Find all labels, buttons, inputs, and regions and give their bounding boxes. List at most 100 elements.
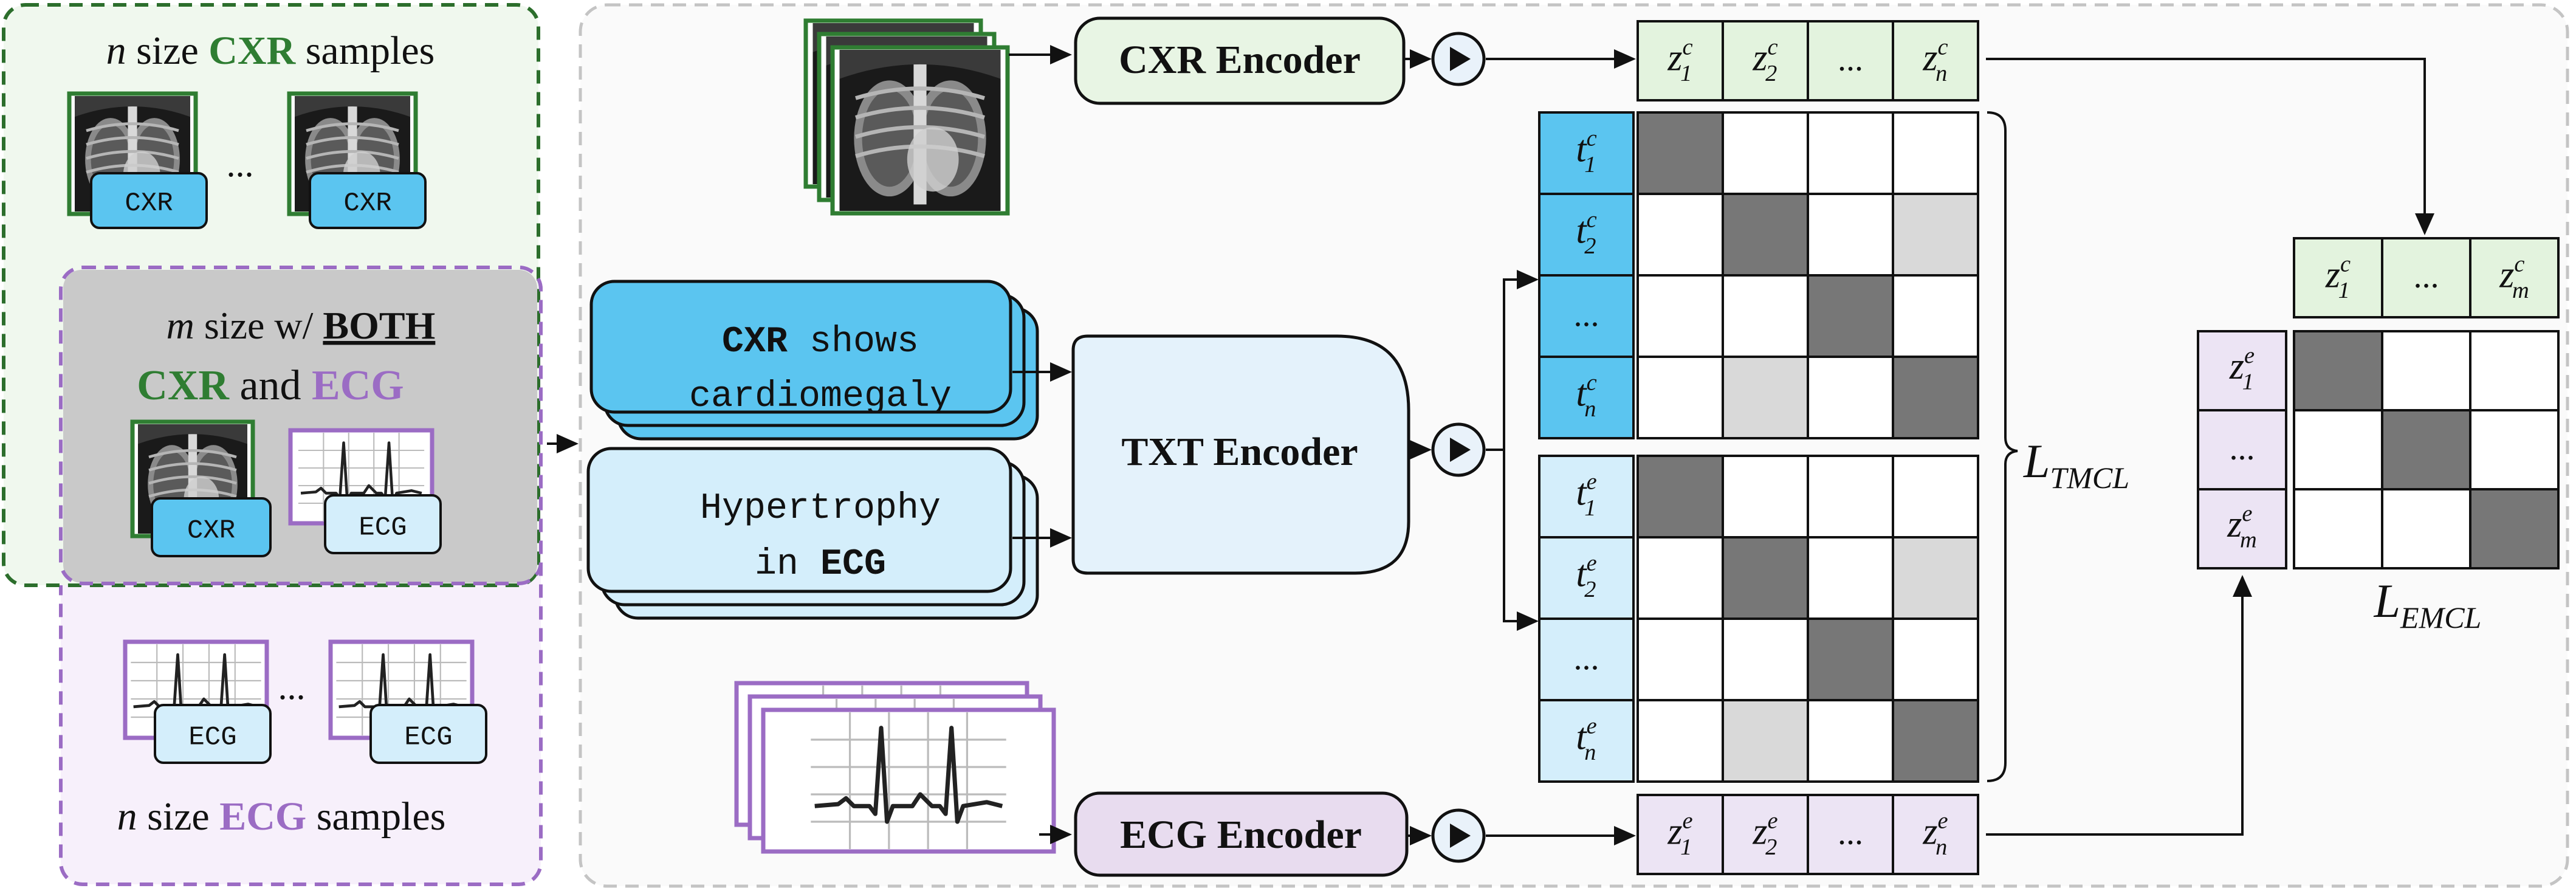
t-ecg-cell-3 [1538, 618, 1635, 701]
both-subtitle: CXR and ECG [137, 362, 404, 409]
tmcl-ecg-matrix-cell-0-2 [1807, 455, 1894, 538]
cxr-badge-2-label: CXR [343, 188, 391, 219]
tmcl-ecg-matrix-cell-3-0 [1637, 699, 1724, 783]
cxr-badge-1-label: CXR [125, 188, 173, 219]
ecg-set-box-top-edge [59, 266, 543, 585]
txt-branch-lower [1503, 450, 1539, 631]
t-ecg-cell-4 [1538, 699, 1635, 783]
tmcl-cxr-matrix-cell-0-2 [1807, 111, 1894, 195]
cxr-encoder-label: CXR Encoder [1119, 38, 1361, 82]
tmcl-cxr-matrix-cell-2-3 [1892, 274, 1979, 358]
tmcl-ecg-matrix-cell-2-2 [1807, 618, 1894, 701]
cxr-set-ellipsis: ... [227, 144, 254, 184]
emcl-matrix-cell-0-0 [2293, 330, 2383, 411]
cxr-text-line2: cardiomegaly [689, 376, 952, 418]
z-ecg-right-cell-2 [2197, 409, 2287, 490]
tmcl-ecg-matrix-cell-2-0 [1637, 618, 1724, 701]
emcl-matrix-cell-2-0 [2293, 488, 2383, 569]
both-title: m size w/ BOTH [167, 304, 436, 347]
ecg-encoder-label: ECG Encoder [1120, 813, 1362, 857]
tmcl-cxr-matrix-cell-2-2 [1807, 274, 1894, 358]
z-ecg-bottom-ellipsis: ... [1838, 814, 1863, 852]
emcl-matrix-cell-2-2 [2469, 488, 2560, 569]
both-cxr-badge [151, 497, 272, 557]
tmcl-loss-label: LTMCL [2023, 435, 2129, 495]
ecg-badge-2-label: ECG [404, 723, 452, 753]
tmcl-cxr-matrix-cell-1-1 [1722, 193, 1809, 277]
z-cxr-top-cell-2 [1722, 20, 1809, 101]
tmcl-cxr-matrix-cell-0-0 [1637, 111, 1724, 195]
cxr-badge-1 [90, 172, 208, 229]
z-ecg-bottom-cell-4 [1892, 794, 1979, 875]
tmcl-ecg-matrix-cell-3-3 [1892, 699, 1979, 783]
cxr-stack-3 [840, 50, 1001, 211]
z-cxr-top-cell-1 [1637, 20, 1724, 101]
tmcl-ecg-matrix-cell-1-1 [1722, 536, 1809, 620]
z-cxr-right-cell-3 [2469, 237, 2560, 318]
t-cxr-cell-4 [1538, 356, 1635, 439]
z-cxr-top-ellipsis: ... [1838, 41, 1863, 78]
t-cxr-cell-2 [1538, 193, 1635, 277]
tmcl-cxr-matrix-cell-2-1 [1722, 274, 1809, 358]
cxr-set-title: n size CXR samples [106, 29, 435, 73]
cxr-text-line1: CXR shows [722, 322, 919, 363]
emcl-matrix-cell-1-1 [2381, 409, 2471, 490]
tmcl-cxr-matrix-cell-3-3 [1892, 356, 1979, 439]
tmcl-ecg-matrix-cell-1-2 [1807, 536, 1894, 620]
ecg-badge-1-label: ECG [188, 723, 236, 753]
tmcl-ecg-matrix-cell-1-3 [1892, 536, 1979, 620]
cxr-encoder [1074, 16, 1406, 105]
ecg-bottom-to-right [1986, 575, 2252, 836]
txt-branch [1486, 270, 1539, 451]
z-cxr-right-ellipsis: ... [2414, 258, 2439, 295]
z-ecg-right-ellipsis: ... [2230, 430, 2255, 467]
cxr-badge-2 [309, 172, 427, 229]
ecg-stack-3 [811, 712, 1006, 849]
tmcl-cxr-matrix-cell-3-2 [1807, 356, 1894, 439]
both-ecg-badge-label: ECG [359, 513, 407, 543]
t-ecg-ellipsis: ... [1574, 639, 1599, 677]
txt-encoder [1071, 334, 1410, 575]
txt-play-icon-glyph [1450, 438, 1471, 462]
tmcl-ecg-matrix-cell-0-0 [1637, 455, 1724, 538]
tmcl-cxr-matrix-cell-1-2 [1807, 193, 1894, 277]
ecg-set-title: n size ECG samples [117, 794, 446, 839]
both-cxr-badge-label: CXR [187, 516, 235, 546]
ecg-play-icon-glyph [1450, 824, 1471, 848]
z-ecg-right-cell-3 [2197, 488, 2287, 569]
tmcl-cxr-matrix-cell-2-0 [1637, 274, 1724, 358]
cxr-text-stack-1 [589, 280, 1012, 414]
z-ecg-bottom-cell-1 [1637, 794, 1724, 875]
emcl-matrix-cell-2-1 [2381, 488, 2471, 569]
ecg-text-line2: in ECG [755, 544, 886, 585]
cxr-top-to-right [1986, 58, 2434, 235]
tmcl-cxr-matrix-cell-0-1 [1722, 111, 1809, 195]
z-cxr-top-cell-4 [1892, 20, 1979, 101]
emcl-loss-label: LEMCL [2374, 574, 2482, 635]
z-cxr-right-cell-1 [2293, 237, 2383, 318]
tmcl-cxr-matrix-cell-3-0 [1637, 356, 1724, 439]
emcl-matrix-cell-1-0 [2293, 409, 2383, 490]
t-cxr-cell-3 [1538, 274, 1635, 358]
txt-encoder-label: TXT Encoder [1121, 430, 1358, 474]
ecg-badge-1 [154, 704, 272, 764]
z-cxr-right-cell-2 [2381, 237, 2471, 318]
ecg-text-stack-1 [586, 447, 1012, 593]
t-cxr-ellipsis: ... [1574, 296, 1599, 334]
pipeline-panel [579, 3, 2569, 888]
ecg-text-line1: Hypertrophy [700, 488, 941, 529]
